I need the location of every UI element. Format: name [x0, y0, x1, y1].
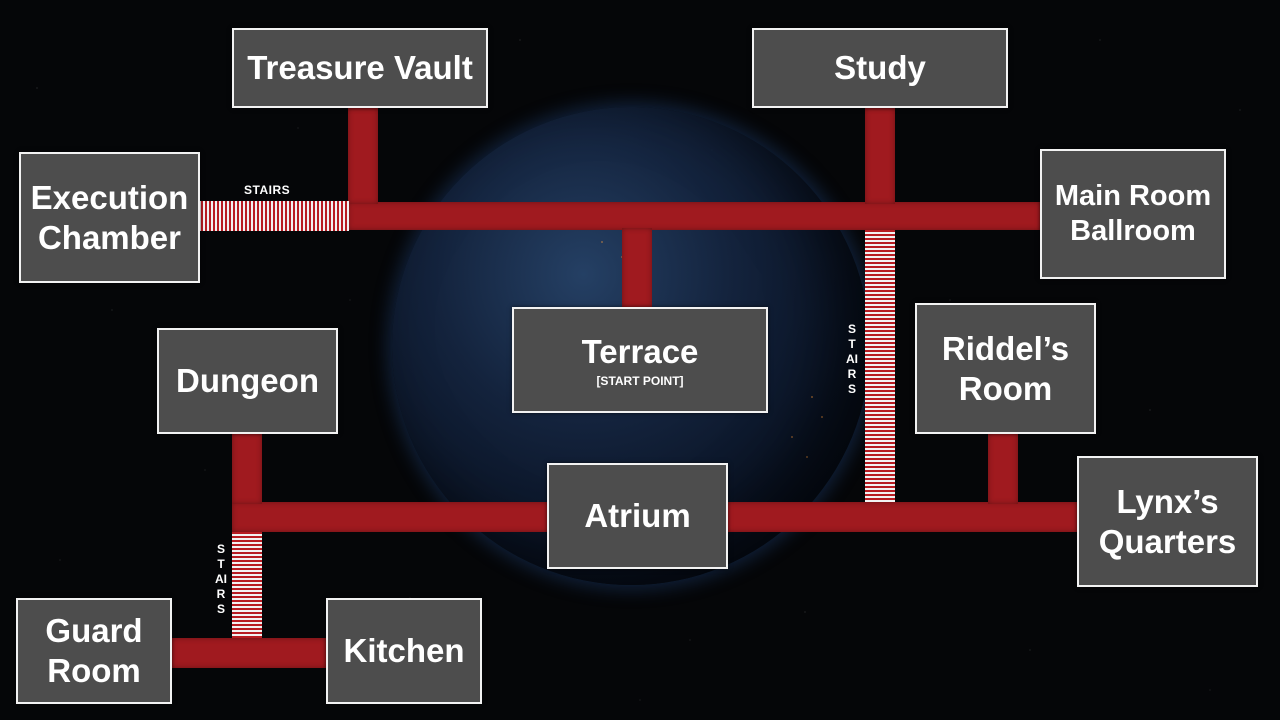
corridor-upper-main [348, 202, 1042, 230]
room-label: Dungeon [176, 362, 319, 400]
room-lynx-quarters[interactable]: Lynx’s Quarters [1077, 456, 1258, 587]
corridor-lower-right [725, 502, 1079, 532]
corridor-terrace [622, 228, 652, 309]
start-point-label: [START POINT] [596, 373, 684, 388]
room-riddels-room[interactable]: Riddel’s Room [915, 303, 1096, 434]
room-label: Terrace [581, 333, 699, 370]
stairs-label-right: STAIRS [846, 322, 858, 396]
stairs-label-left: STAIRS [215, 542, 227, 616]
corridor-lower-left [232, 502, 550, 532]
room-terrace[interactable]: Terrace [START POINT] [512, 307, 768, 413]
room-guard-room[interactable]: Guard Room [16, 598, 172, 704]
stairs-execution-chamber [199, 201, 349, 231]
room-label: Kitchen [343, 632, 465, 670]
stairs-right [865, 230, 895, 502]
room-label: Atrium [584, 497, 691, 535]
corridor-riddels-room [988, 432, 1018, 504]
room-kitchen[interactable]: Kitchen [326, 598, 482, 704]
room-execution-chamber[interactable]: Execution Chamber [19, 152, 200, 283]
room-label: Study [834, 49, 926, 87]
room-study[interactable]: Study [752, 28, 1008, 108]
room-label: Lynx’s Quarters [1098, 482, 1237, 560]
corridor-guard-kitchen [170, 638, 328, 668]
room-dungeon[interactable]: Dungeon [157, 328, 338, 434]
room-label: Treasure Vault [247, 49, 473, 87]
corridor-study [865, 108, 895, 204]
room-label: Riddel’s Room [941, 329, 1070, 407]
room-atrium[interactable]: Atrium [547, 463, 728, 569]
room-label: Execution Chamber [30, 178, 189, 256]
room-main-room-ballroom[interactable]: Main Room Ballroom [1040, 149, 1226, 279]
corridor-dungeon [232, 432, 262, 504]
stairs-left [232, 532, 262, 640]
room-label: Main Room Ballroom [1054, 180, 1212, 247]
room-treasure-vault[interactable]: Treasure Vault [232, 28, 488, 108]
stairs-label-top: STAIRS [244, 183, 291, 197]
corridor-treasure-vault [348, 108, 378, 204]
room-label: Guard Room [45, 612, 143, 689]
